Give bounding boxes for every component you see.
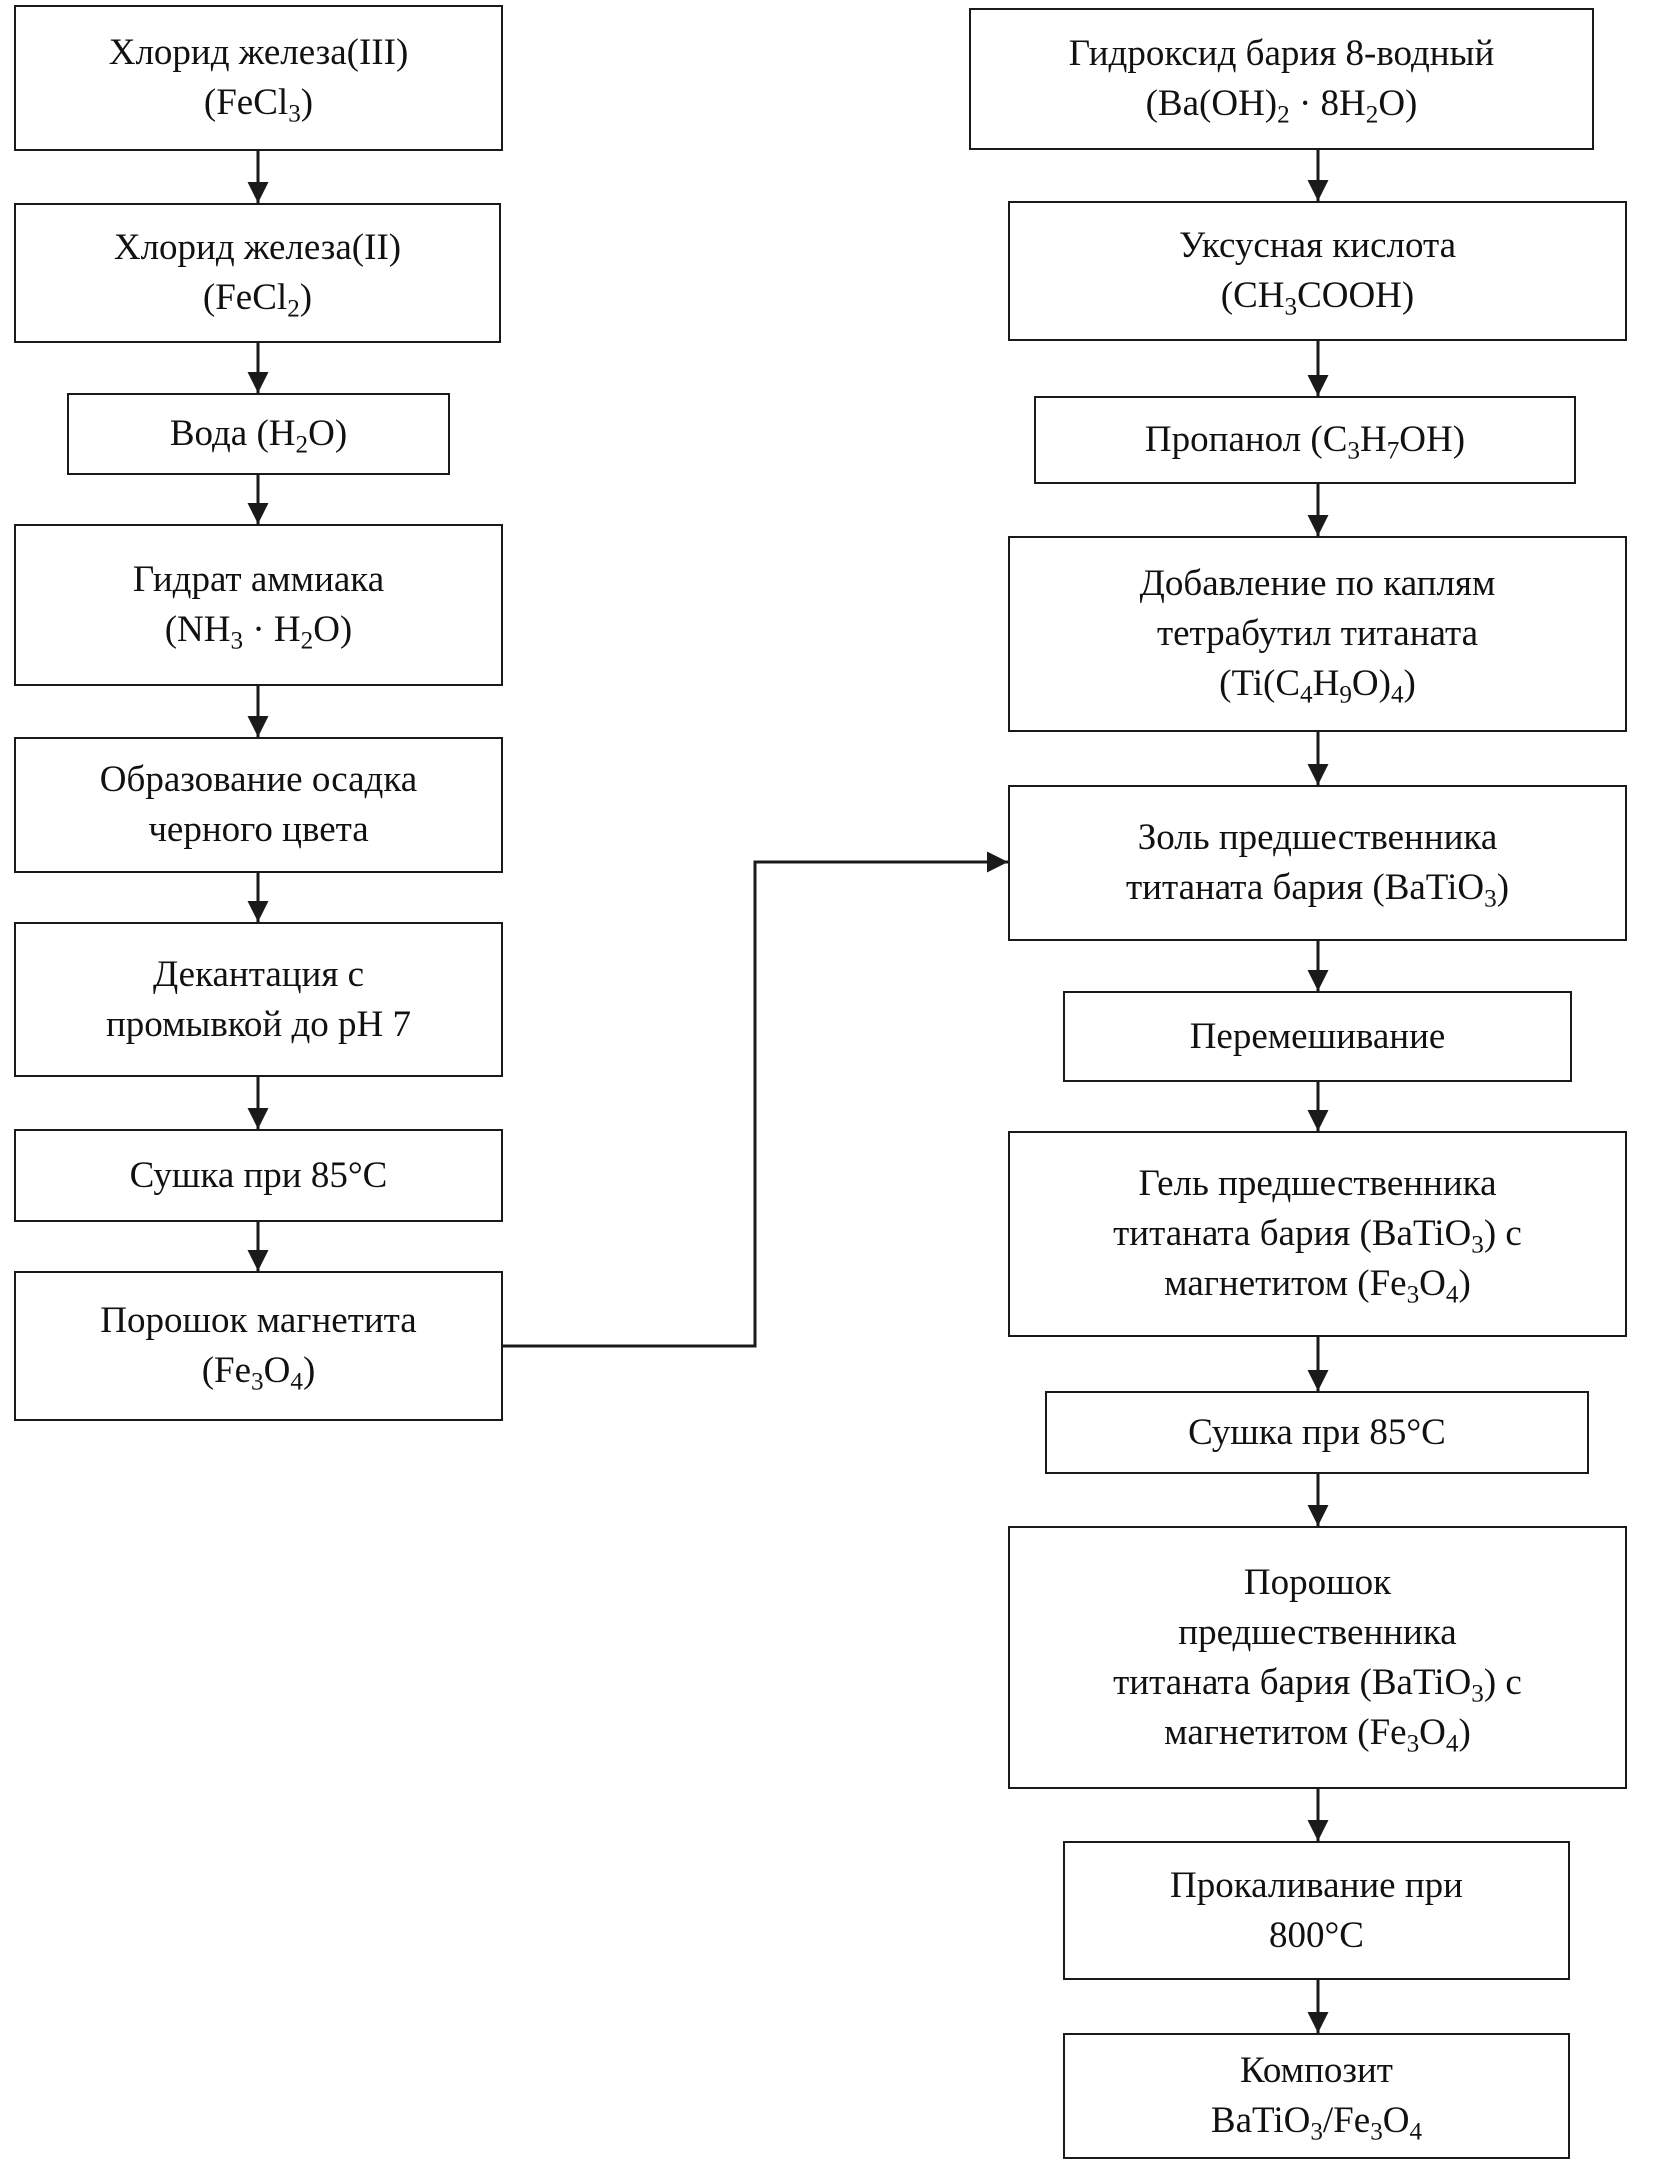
step-label-line: магнетитом (Fe3O4) <box>1164 1263 1471 1309</box>
step-label-line: Вода (H2O) <box>169 413 348 459</box>
left_chain-step-5: Образование осадка черного цвета <box>14 737 503 873</box>
right_chain-step-8: Сушка при 85°C <box>1045 1391 1589 1474</box>
step-label-line: титаната бария (BaTiO3) <box>1125 867 1510 913</box>
step-label-line: (NH3 · H2O) <box>164 609 353 655</box>
step-label-line: черного цвета <box>148 809 369 850</box>
right_chain-step-5: Золь предшественника титаната бария (BaTi… <box>1008 785 1627 941</box>
step-label-line: Пропанол (C3H7OH) <box>1144 419 1466 465</box>
step-label-line: Хлорид железа(III) <box>108 32 409 73</box>
step-label-line: Гидрат аммиака <box>132 559 385 600</box>
left_chain-step-4: Гидрат аммиака (NH3 · H2O) <box>14 524 503 686</box>
step-label-line: Композит <box>1240 2050 1393 2091</box>
step-label-line: Гель предшественника <box>1138 1163 1497 1204</box>
step-label-line: титаната бария (BaTiO3) с <box>1113 1213 1522 1259</box>
step-label-line: Порошок магнетита <box>100 1300 417 1341</box>
right_chain-step-7: Гель предшественника титаната бария (BaTi… <box>1008 1131 1627 1337</box>
step-label-line: (Ba(OH)2 · 8H2O) <box>1145 83 1418 129</box>
step-label-line: тетрабутил титаната <box>1156 613 1479 654</box>
right_chain-step-6: Перемешивание <box>1063 991 1572 1082</box>
step-label-line: (Ti(C4H9O)4) <box>1219 663 1416 709</box>
left_chain-step-3: Вода (H2O) <box>67 393 450 475</box>
step-label-line: Сушка при 85°C <box>129 1154 388 1196</box>
step-label-line: титаната бария (BaTiO3) с <box>1113 1661 1522 1708</box>
right_chain-step-3: Пропанол (C3H7OH) <box>1034 396 1576 484</box>
step-label-line: предшественника <box>1178 1611 1457 1653</box>
step-label-line: (FeCl2) <box>202 277 313 323</box>
right_chain-step-1: Гидроксид бария 8-водный (Ba(OH)2 · 8H2O) <box>969 8 1594 150</box>
left_chain-step-8: Порошок магнетита (Fe3O4) <box>14 1271 503 1421</box>
step-label-line: Прокаливание при <box>1170 1864 1463 1906</box>
left_chain-step-6: Декантация с промывкой до pH 7 <box>14 922 503 1077</box>
left_chain-step-1: Хлорид железа(III) (FeCl3) <box>14 5 503 151</box>
step-label-line: (FeCl3) <box>203 82 314 128</box>
left_chain-step-2: Хлорид железа(II) (FeCl2) <box>14 203 501 343</box>
right_chain-step-4: Добавление по каплям тетрабутил титаната (… <box>1008 536 1627 732</box>
right_chain-step-9: Порошок предшественника титаната бария (Ba… <box>1008 1526 1627 1789</box>
step-label-line: 800°C <box>1269 1914 1364 1956</box>
right_chain-step-10: Прокаливание при 800°C <box>1063 1841 1570 1980</box>
step-label-line: Перемешивание <box>1189 1015 1446 1057</box>
merge-arrow <box>503 851 1008 1348</box>
step-label-line: Сушка при 85°C <box>1188 1411 1446 1453</box>
step-label-line: (Fe3O4) <box>201 1350 316 1396</box>
step-label-line: Образование осадка <box>99 759 418 800</box>
step-label-line: промывкой до pH 7 <box>105 1003 412 1045</box>
step-label-line: Добавление по каплям <box>1139 563 1496 604</box>
step-label-line: Декантация с <box>152 953 365 995</box>
step-label-line: BaTiO3/Fe3O4 <box>1210 2100 1423 2146</box>
right_chain-step-2: Уксусная кислота (CH3COOH) <box>1008 201 1627 341</box>
step-label-line: Золь предшественника <box>1137 817 1498 858</box>
step-label-line: Уксусная кислота <box>1178 225 1457 266</box>
step-label-line: (CH3COOH) <box>1220 275 1415 321</box>
step-label-line: Хлорид железа(II) <box>113 227 402 268</box>
step-label-line: Порошок <box>1243 1561 1392 1603</box>
step-label-line: магнетитом (Fe3O4) <box>1164 1711 1471 1758</box>
left_chain-step-7: Сушка при 85°C <box>14 1129 503 1222</box>
step-label-line: Гидроксид бария 8-водный <box>1068 33 1495 74</box>
